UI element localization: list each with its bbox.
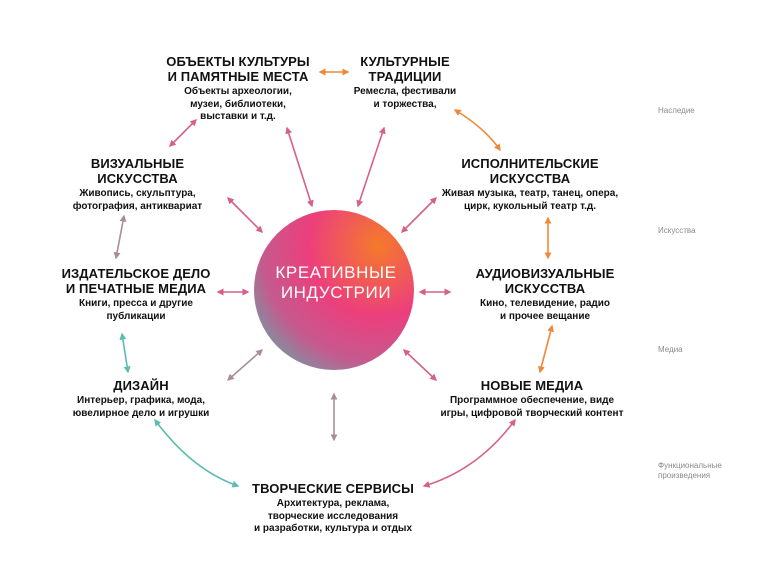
spoke-visual-arts: [227, 197, 263, 233]
node-audiovisual: АУДИОВИЗУАЛЬНЫЕ ИСКУССТВА Кино, телевиде…: [450, 266, 640, 323]
node-creative-services: ТВОРЧЕСКИЕ СЕРВИСЫ Архитектура, реклама,…: [238, 481, 428, 536]
node-title: ВИЗУАЛЬНЫЕ ИСКУССТВА: [90, 156, 185, 186]
spoke-new-media: [402, 349, 438, 381]
node-title: ТВОРЧЕСКИЕ СЕРВИСЫ: [252, 481, 414, 496]
node-title: ИСПОЛНИТЕЛЬСКИЕ ИСКУССТВА: [461, 156, 599, 186]
node-new-media: НОВЫЕ МЕДИА Программное обеспечение, вид…: [422, 378, 642, 420]
spoke-traditions: [356, 126, 386, 208]
node-desc: Живая музыка, театр, танец, опера, цирк,…: [441, 188, 619, 212]
node-desc: Интерьер, графика, мода, ювелирное дело …: [72, 395, 210, 419]
node-cultural-traditions: КУЛЬТУРНЫЕ ТРАДИЦИИ Ремесла, фестивали и…: [345, 54, 465, 111]
arrow-design-services: [154, 418, 240, 488]
node-visual-arts: ВИЗУАЛЬНЫЕ ИСКУССТВА Живопись, скульптур…: [60, 156, 215, 213]
side-label-functional: Функциональные произведения: [658, 461, 722, 480]
node-performing-arts: ИСПОЛНИТЕЛЬСКИЕ ИСКУССТВА Живая музыка, …: [425, 156, 635, 213]
spoke-culture-objects: [285, 126, 314, 208]
arrow-visual-publishing: [113, 214, 127, 260]
center-label: КРЕАТИВНЫЕ ИНДУСТРИИ: [275, 263, 397, 302]
side-label-media: Медиа: [658, 345, 683, 354]
node-title: АУДИОВИЗУАЛЬНЫЕ ИСКУССТВА: [475, 266, 615, 296]
side-label-heritage: Наследие: [658, 106, 695, 115]
spoke-performing: [401, 197, 437, 233]
node-title: КУЛЬТУРНЫЕ ТРАДИЦИИ: [360, 54, 450, 84]
node-title: ОБЪЕКТЫ КУЛЬТУРЫ И ПАМЯТНЫЕ МЕСТА: [166, 54, 310, 84]
arrow-newmedia-services: [422, 418, 516, 488]
node-desc: Книги, пресса и другие публикации: [78, 298, 193, 322]
node-desc: Ремесла, фестивали и торжества,: [353, 86, 457, 110]
arrow-publishing-design: [119, 332, 131, 374]
node-desc: Программное обеспечение, виде игры, цифр…: [440, 395, 624, 419]
node-title: ИЗДАТЕЛЬСКОЕ ДЕЛО И ПЕЧАТНЫЕ МЕДИА: [61, 266, 211, 296]
node-culture-objects: ОБЪЕКТЫ КУЛЬТУРЫ И ПАМЯТНЫЕ МЕСТА Объект…: [158, 54, 318, 124]
spoke-design: [226, 349, 264, 381]
node-desc: Живопись, скульптура, фотография, антикв…: [72, 188, 203, 212]
arrow-audiovisual-newmedia: [538, 324, 554, 374]
node-publishing: ИЗДАТЕЛЬСКОЕ ДЕЛО И ПЕЧАТНЫЕ МЕДИА Книги…: [50, 266, 222, 323]
node-title: НОВЫЕ МЕДИА: [480, 378, 584, 393]
node-title: ДИЗАЙН: [113, 378, 169, 393]
node-desc: Кино, телевидение, радио и прочее вещани…: [480, 298, 610, 322]
center-circle: [254, 210, 414, 370]
arrow-visual-culture-objects: [169, 119, 197, 147]
node-desc: Архитектура, реклама, творческие исследо…: [253, 498, 413, 534]
node-design: ДИЗАЙН Интерьер, графика, мода, ювелирно…: [55, 378, 227, 420]
node-desc: Объекты археологии, музеи, библиотеки, в…: [184, 86, 292, 122]
arrow-traditions-performing: [453, 109, 501, 152]
side-label-arts: Искусства: [658, 226, 696, 235]
